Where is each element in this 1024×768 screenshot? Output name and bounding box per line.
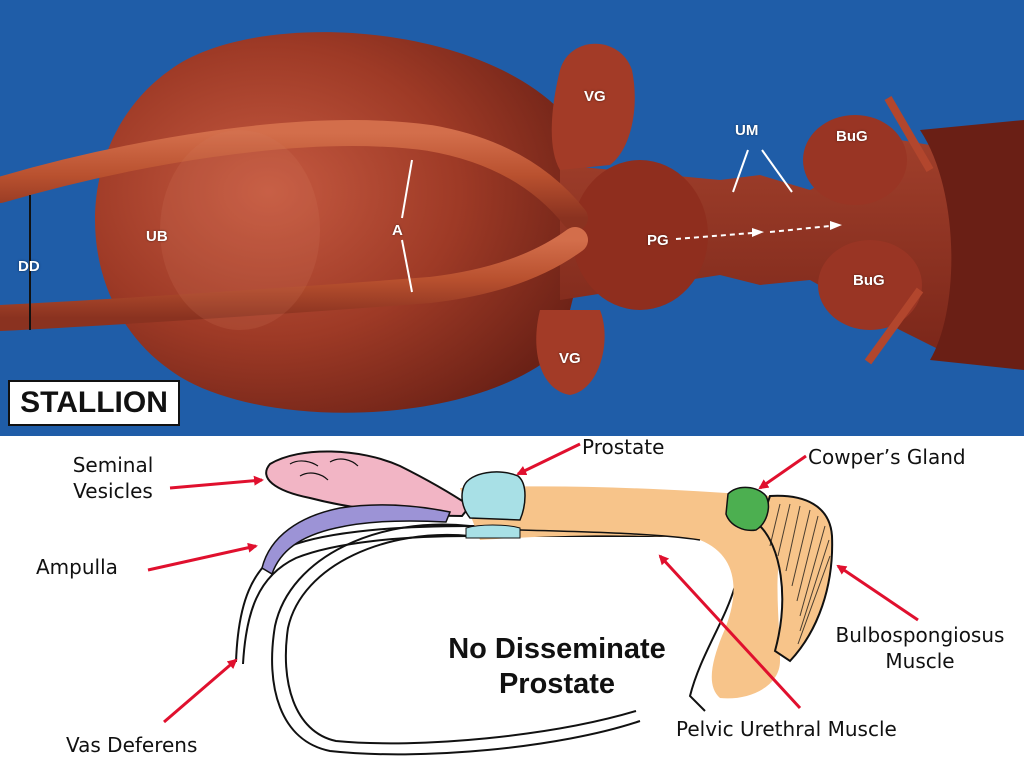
vas-deferens-loop (271, 523, 641, 756)
label-um: UM (735, 122, 759, 139)
vesicular-gland-top (551, 43, 635, 170)
vesicular-gland-bottom (536, 310, 605, 395)
label-bulbospongiosus-line2: Muscle (885, 649, 955, 673)
diagram-title-line1: No Disseminate (448, 633, 666, 665)
ductus-deferens-top (0, 120, 588, 231)
label-bulbospongiosus: Bulbospongiosus Muscle (820, 622, 1020, 674)
vas-deferens-inner (242, 535, 700, 665)
diagram-title-line2: Prostate (498, 668, 616, 701)
arrow-pelvic-urethral (658, 554, 802, 710)
specimen-label: STALLION (8, 380, 180, 426)
ductus-deferens-bottom (0, 227, 588, 331)
pelvic-urethral-muscle (460, 486, 790, 699)
anatomy-diagram: Seminal Vesicles Ampulla Prostate Cowper… (0, 435, 1024, 768)
label-a: A (392, 222, 403, 239)
specimen-illustration (0, 32, 1024, 413)
seminal-vesicle (265, 450, 472, 518)
label-pelvic-urethral-muscle: Pelvic Urethral Muscle (676, 717, 897, 741)
ampulla (261, 504, 452, 576)
prostate-gland (572, 160, 708, 310)
label-prostate: Prostate (582, 435, 665, 459)
prostate (461, 471, 526, 521)
label-vg-bottom: VG (559, 350, 581, 367)
specimen-photo: DD UB A VG VG PG UM BuG BuG STALLION (0, 0, 1024, 436)
bulbourethral-gland-bottom (818, 240, 922, 330)
arrow-seminal-vesicles (169, 475, 264, 490)
arrow-vas-deferens (163, 658, 238, 724)
bulbospongiosus-muscle (758, 494, 834, 663)
label-bug-bottom: BuG (853, 272, 885, 289)
label-seminal-vesicles-line2: Vesicles (73, 479, 153, 503)
label-vas-deferens: Vas Deferens (66, 733, 198, 757)
arrow-prostate (516, 442, 581, 476)
bulbourethral-gland-top (803, 115, 907, 205)
penile-bulb-tissue (920, 120, 1024, 370)
arrow-ampulla (147, 542, 258, 572)
reproductive-tract-diagram (147, 442, 919, 756)
label-pg: PG (647, 232, 669, 249)
label-bulbospongiosus-line1: Bulbospongiosus (835, 623, 1005, 647)
label-cowpers-gland: Cowper’s Gland (808, 445, 966, 469)
label-ub: UB (146, 228, 168, 245)
label-dd: DD (18, 258, 40, 275)
label-seminal-vesicles-line1: Seminal (72, 453, 154, 477)
cowpers-gland (725, 486, 770, 532)
diagram-title: No Disseminate Prostate (410, 632, 704, 703)
label-ampulla: Ampulla (36, 555, 118, 579)
arrow-bulbospongiosus (836, 564, 919, 622)
label-seminal-vesicles: Seminal Vesicles (58, 452, 168, 504)
label-vg-top: VG (584, 88, 606, 105)
arrow-cowpers-gland (758, 454, 807, 490)
label-bug-top: BuG (836, 128, 868, 145)
